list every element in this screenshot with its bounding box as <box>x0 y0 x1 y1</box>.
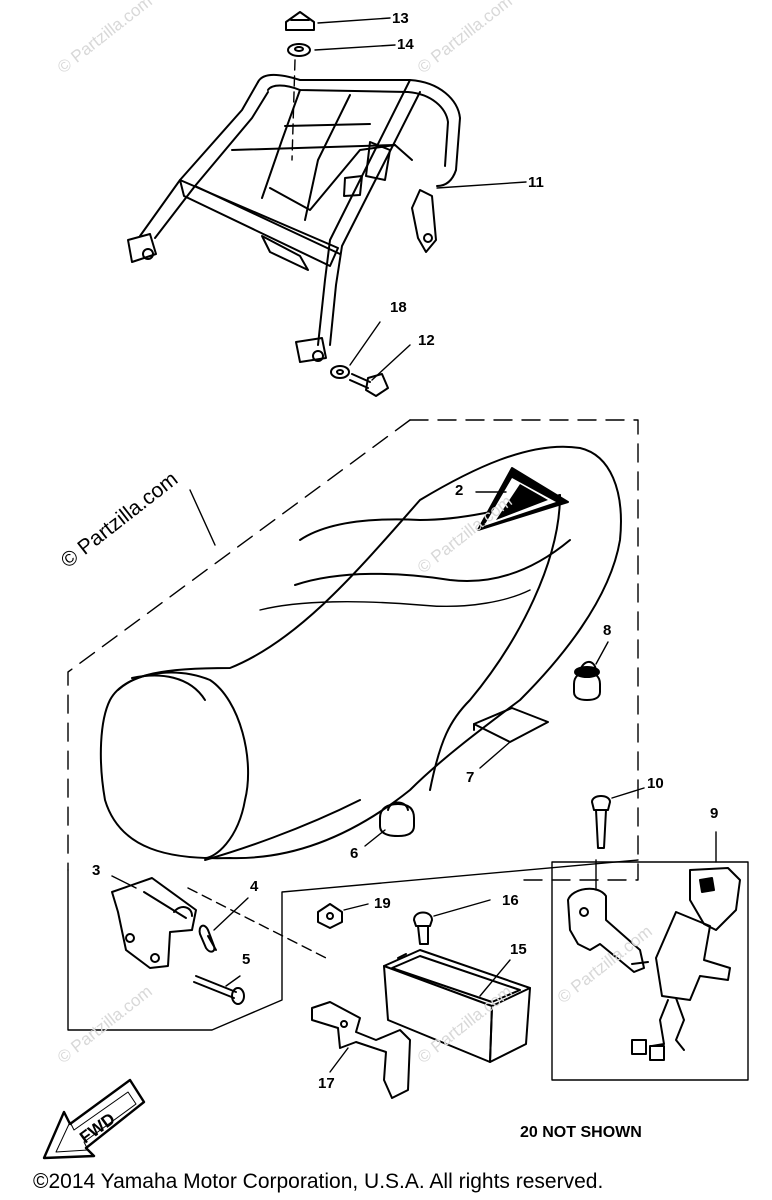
callout-15: 15 <box>510 941 527 958</box>
washer-part-18 <box>330 365 350 379</box>
callout-8: 8 <box>603 622 612 639</box>
callout-18: 18 <box>390 299 407 316</box>
callout-6: 6 <box>350 845 359 862</box>
cap-nut-part-13 <box>285 11 315 31</box>
pin-part-5 <box>193 975 245 1005</box>
callout-4: 4 <box>250 878 259 895</box>
carrier-rack-part-11 <box>127 74 461 363</box>
copyright-line: ©2014 Yamaha Motor Corporation, U.S.A. A… <box>33 1170 604 1193</box>
callout-5: 5 <box>242 951 251 968</box>
leader-lines-rack <box>314 17 527 381</box>
callout-7: 7 <box>466 769 475 786</box>
bolt-part-16 <box>413 899 491 945</box>
seat-outline-dashed <box>67 419 639 1031</box>
washer-part-14 <box>287 43 311 57</box>
bracket-part-17 <box>311 1001 411 1099</box>
seat-assembly <box>99 445 622 861</box>
callout-11: 11 <box>528 174 544 191</box>
leader-dashed-19 <box>187 887 331 961</box>
callout-13: 13 <box>392 10 409 27</box>
bolt-part-12 <box>349 373 389 397</box>
tool-box-part-15 <box>383 949 531 1063</box>
callout-9: 9 <box>710 805 719 822</box>
emblem-part-2 <box>475 467 569 531</box>
hinge-bracket-part-3 <box>111 875 197 969</box>
damper-part-8 <box>573 641 609 701</box>
callout-12: 12 <box>418 332 435 349</box>
callout-19: 19 <box>374 895 391 912</box>
seat-lock-box-part-9 <box>551 831 749 1081</box>
callout-17: 17 <box>318 1075 335 1092</box>
clip-part-4 <box>198 897 249 953</box>
bolt-part-10 <box>591 787 645 849</box>
nut-part-19 <box>317 903 369 929</box>
callout-2: 2 <box>455 482 464 499</box>
damper-part-6 <box>364 801 415 847</box>
pad-part-7 <box>473 707 549 769</box>
callout-10: 10 <box>647 775 664 792</box>
callout-16: 16 <box>502 892 519 909</box>
callout-14: 14 <box>397 36 414 53</box>
not-shown-note: 20 NOT SHOWN <box>520 1124 642 1141</box>
fwd-arrow <box>42 1078 146 1160</box>
callout-3: 3 <box>92 862 101 879</box>
